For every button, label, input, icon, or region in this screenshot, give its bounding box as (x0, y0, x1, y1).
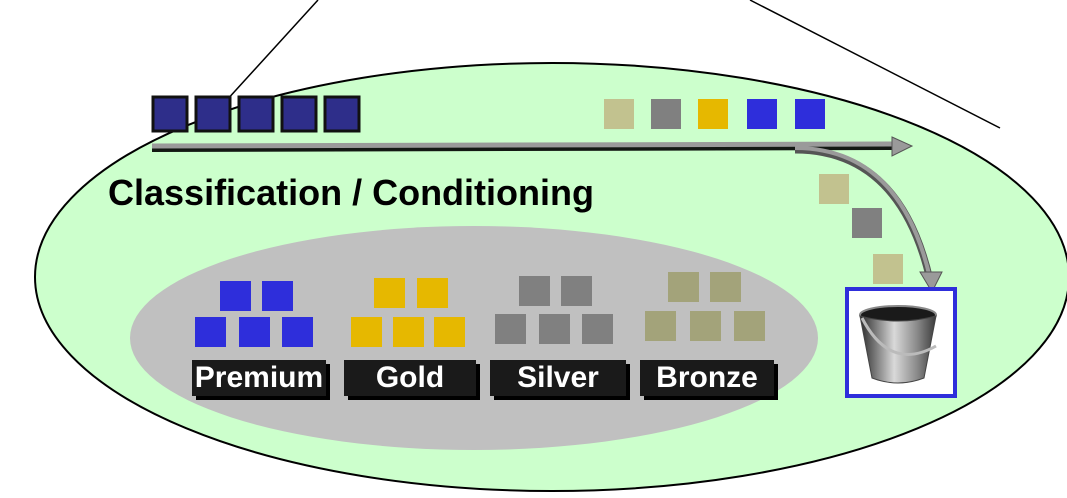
funnel-line-right (749, 0, 1001, 129)
queued-packet (280, 95, 318, 133)
incoming-packet (698, 99, 728, 129)
drop-arrow-head (919, 271, 943, 294)
dropped-packet (819, 174, 849, 204)
class-label-premium: Premium (192, 360, 326, 396)
dropped-packet (873, 254, 903, 284)
bucket-frame (845, 287, 957, 398)
incoming-packet (604, 99, 634, 129)
class-label-gold: Gold (344, 360, 476, 396)
class-label-bronze: Bronze (640, 360, 774, 396)
incoming-packet (651, 99, 681, 129)
premium-stack (195, 281, 313, 347)
incoming-packet (795, 99, 825, 129)
queued-packet (194, 95, 232, 133)
incoming-packets (604, 99, 825, 129)
queued-packet (237, 95, 275, 133)
dropped-packets (819, 174, 903, 284)
queued-packet (151, 95, 189, 133)
bronze-stack (645, 272, 765, 341)
dropped-packet (852, 208, 882, 238)
silver-stack (495, 276, 613, 344)
diagram-title: Classification / Conditioning (108, 172, 594, 213)
gold-stack (351, 278, 465, 347)
queued-packets (151, 95, 361, 133)
queued-packet (323, 95, 361, 133)
bucket-icon (859, 305, 937, 384)
incoming-packet (747, 99, 777, 129)
class-label-silver: Silver (490, 360, 626, 396)
flow-arrow (151, 136, 914, 157)
